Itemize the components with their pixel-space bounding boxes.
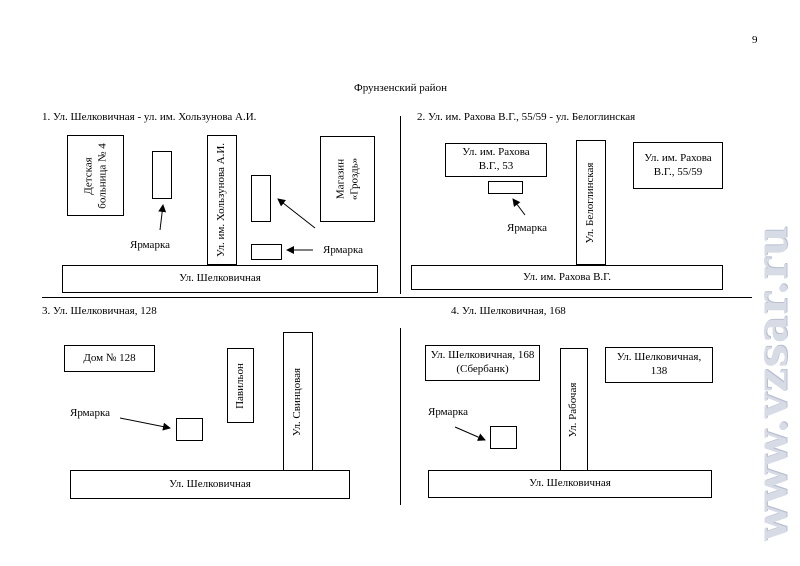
arrow-1a — [158, 204, 167, 231]
road-2-label: Ул. им. Рахова В.Г. — [522, 270, 612, 283]
street-vertical-2: Ул. Белоглинская — [576, 140, 606, 265]
pavilion: Павильон — [227, 348, 254, 423]
section-1-title: 1. Ул. Шелковичная - ул. им. Хользунова … — [42, 111, 257, 123]
building-3-label: Дом № 128 — [83, 351, 136, 364]
fair-label-2: Ярмарка — [507, 222, 547, 234]
building-2-right: Ул. им. Рахова В.Г., 55/59 — [633, 142, 723, 189]
arrow-1b — [277, 198, 316, 229]
vertical-divider-top — [400, 116, 401, 294]
section-3-title: 3. Ул. Шелковичная, 128 — [42, 305, 157, 317]
street-vertical-3: Ул. Свинцовая — [283, 332, 313, 471]
page-number: 9 — [752, 34, 758, 46]
road-1-label: Ул. Шелковичная — [179, 272, 261, 285]
arrow-3 — [119, 417, 171, 431]
fair-label-4: Ярмарка — [428, 406, 468, 418]
building-2-right-label: Ул. им. Рахова В.Г., 55/59 — [644, 151, 712, 178]
building-3: Дом № 128 — [64, 345, 155, 372]
building-4-right-label: Ул. Шелковичная, 138 — [616, 351, 702, 377]
vertical-divider-bottom — [400, 328, 401, 505]
shop-building: Магазин «Гроздь» — [320, 136, 375, 222]
horizontal-divider — [42, 297, 752, 298]
building-4-left-label: Ул. Шелковичная, 168 (Сбербанк) — [430, 349, 535, 375]
building-4-right: Ул. Шелковичная, 138 — [605, 347, 713, 383]
road-3: Ул. Шелковичная — [70, 470, 350, 499]
building-2-left: Ул. им. Рахова В.Г., 53 — [445, 143, 547, 177]
fair-stall-1c — [251, 244, 282, 260]
fair-label-1b: Ярмарка — [323, 244, 363, 256]
hospital-building: Детская больница № 4 — [67, 135, 124, 216]
watermark: www.vzsar.ru — [747, 210, 797, 555]
arrow-4 — [454, 426, 486, 441]
building-4-left: Ул. Шелковичная, 168 (Сбербанк) — [425, 345, 540, 381]
road-4: Ул. Шелковичная — [428, 470, 712, 498]
watermark-text: www.vzsar.ru — [747, 224, 797, 541]
fair-label-3: Ярмарка — [70, 407, 110, 419]
fair-label-1a: Ярмарка — [130, 239, 170, 251]
arrow-2 — [512, 198, 526, 216]
road-1: Ул. Шелковичная — [62, 265, 378, 293]
building-2-left-label: Ул. им. Рахова В.Г., 53 — [462, 146, 530, 172]
street-vertical-1: Ул. им. Хользунова А.И. — [207, 135, 237, 265]
street-vertical-4: Ул. Рабочая — [560, 348, 588, 471]
section-4-title: 4. Ул. Шелковичная, 168 — [451, 305, 566, 317]
district-title: Фрунзенский район — [354, 82, 447, 94]
road-4-label: Ул. Шелковичная — [529, 477, 611, 490]
section-2-title: 2. Ул. им. Рахова В.Г., 55/59 - ул. Бело… — [417, 111, 636, 123]
fair-stall-2 — [488, 181, 523, 194]
fair-stall-4 — [490, 426, 517, 449]
road-3-label: Ул. Шелковичная — [169, 477, 251, 490]
fair-stall-1a — [152, 151, 172, 199]
fair-stall-1b — [251, 175, 271, 222]
fair-stall-3 — [176, 418, 203, 441]
road-2: Ул. им. Рахова В.Г. — [411, 265, 723, 290]
